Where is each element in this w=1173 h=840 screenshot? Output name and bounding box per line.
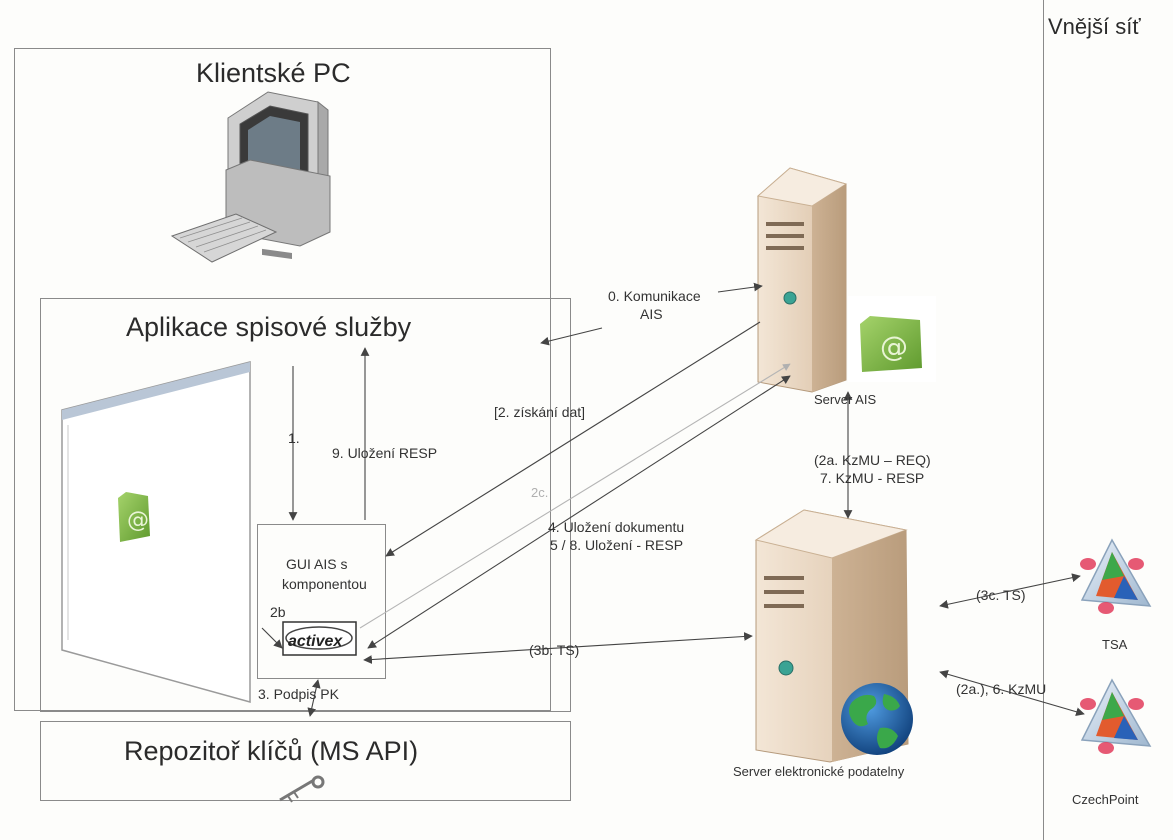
svg-text:activex: activex xyxy=(288,633,343,650)
ulozeni-dokumentu-label: 4. Uložení dokumentu xyxy=(548,519,685,535)
repository-box xyxy=(40,721,571,801)
kzmu-resp-label: 7. KzMU - RESP xyxy=(820,470,925,486)
key-icon xyxy=(279,775,325,803)
kzmu6-label: (2a.), 6. KzMU xyxy=(956,681,1047,697)
svg-text:@: @ xyxy=(127,508,149,533)
arrow-2c xyxy=(359,363,791,629)
external-network-divider xyxy=(1043,0,1044,840)
server-podatelna-name: Server elektronické podatelny xyxy=(733,764,905,779)
repository-title: Repozitoř klíčů (MS API) xyxy=(124,736,419,766)
globe-icon xyxy=(841,683,913,755)
komunikace-label-2: AIS xyxy=(640,306,663,322)
arrow-2b xyxy=(261,627,283,649)
podpis-pk-label: 3. Podpis PK xyxy=(258,686,339,702)
ziskani-dat-label: [2. získání dat] xyxy=(494,404,586,420)
arrow-3c-ts xyxy=(939,573,1081,609)
arrow-ulozeni-dokumentu xyxy=(367,375,791,649)
activex-logo: activex xyxy=(282,621,357,656)
ts3b-label: (3b. TS) xyxy=(529,642,580,658)
arrow-komunikace-ais xyxy=(540,327,603,346)
step2c-label: 2c. xyxy=(531,485,549,500)
server-ais-name: Server AIS xyxy=(814,392,877,407)
tsa-name: TSA xyxy=(1102,637,1128,652)
application-window-icon: @ xyxy=(61,361,251,703)
gui-label-line1: GUI AIS s xyxy=(286,556,348,572)
arrow-3b-ts xyxy=(363,632,753,664)
svg-text:@: @ xyxy=(880,330,908,363)
external-network-title: Vnější síť xyxy=(1048,14,1141,39)
client-computer-icon xyxy=(170,91,331,263)
czechpoint-name: CzechPoint xyxy=(1072,792,1139,807)
komunikace-label-1: 0. Komunikace xyxy=(608,288,701,304)
app-title: Aplikace spisové služby xyxy=(126,312,412,342)
kzmu-req-label: (2a. KzMU – REQ) xyxy=(814,452,931,468)
step1-label: 1. xyxy=(288,430,300,446)
ulozeni-resp-label: 9. Uložení RESP xyxy=(332,445,438,461)
arrow-podpis-pk xyxy=(307,679,321,717)
czechpoint-icon xyxy=(1080,678,1152,754)
server-podatelna-icon xyxy=(754,509,913,763)
ts3c-label: (3c. TS) xyxy=(976,587,1026,603)
client-pc-title: Klientské PC xyxy=(196,58,351,88)
gui-label-line2: komponentou xyxy=(282,576,367,592)
arrow-kzmu-czechpoint xyxy=(939,669,1085,717)
step2b-label: 2b xyxy=(270,604,286,620)
arrow-komunikace-ais-to-server xyxy=(717,282,763,293)
tsa-icon xyxy=(1080,538,1152,614)
server-ais-icon: @ xyxy=(756,167,936,393)
ulozeni-resp58-label: 5 / 8. Uložení - RESP xyxy=(550,537,684,553)
